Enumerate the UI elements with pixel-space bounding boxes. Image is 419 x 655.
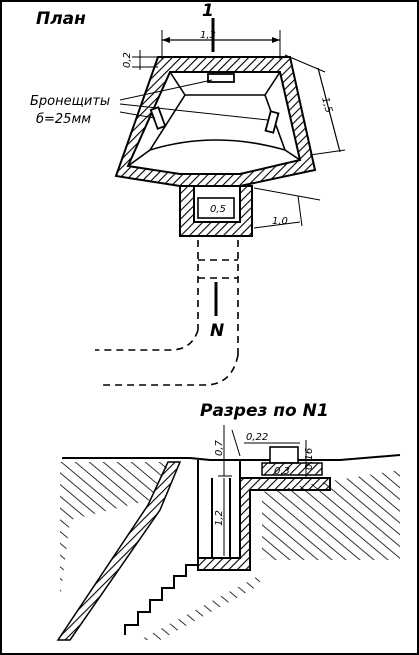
armor-leader-lines (119, 79, 269, 121)
cap-base (261, 462, 323, 476)
passage-door (197, 197, 235, 219)
stairs (124, 564, 198, 635)
dim-cap-height: 0,16 (304, 448, 315, 470)
ground-surface (62, 454, 401, 461)
dim-cap-width: 0,22 (246, 432, 268, 443)
armor-shield-right (264, 110, 280, 134)
armor-label-line2: б=25мм (36, 112, 91, 127)
ground-right (262, 470, 400, 560)
armor-shield-front (207, 73, 235, 83)
stairs-ground (140, 575, 260, 640)
dim-passage-width: 1,0 (253, 187, 321, 229)
armor-label-line1: Бронещиты (30, 94, 110, 109)
svg-text:0,2: 0,2 (122, 52, 133, 68)
section-mark-bottom: N (210, 321, 224, 341)
pit-left-wall (56, 461, 182, 641)
dim-wall-thickness: 0,2 (122, 50, 158, 70)
svg-text:1,3: 1,3 (200, 30, 216, 41)
passage-inner-dim: 0,5 (210, 204, 226, 215)
dim-vertical (218, 425, 241, 556)
cap-structure (269, 446, 299, 464)
ground-left (60, 462, 170, 600)
passage-wall (179, 185, 253, 237)
trench-dashed (95, 240, 239, 386)
armor-shield-left (149, 106, 167, 130)
svg-text:1,0: 1,0 (272, 216, 288, 227)
dim-side-length: 1,5 (284, 54, 346, 156)
section-title: Разрез по N1 (200, 401, 329, 421)
dim-top-width: 1,3 (161, 30, 281, 60)
dim-cap-base: 0,3 (274, 466, 290, 477)
svg-text:1,5: 1,5 (319, 96, 334, 114)
dim-pit-depth: 1,2 (214, 510, 225, 526)
section-mark-top: 1 (202, 1, 214, 21)
pillbox-interior (127, 71, 301, 167)
plan-title: План (36, 9, 86, 29)
dim-upper-depth: 0,7 (214, 439, 225, 456)
trench-shaft (197, 460, 241, 560)
